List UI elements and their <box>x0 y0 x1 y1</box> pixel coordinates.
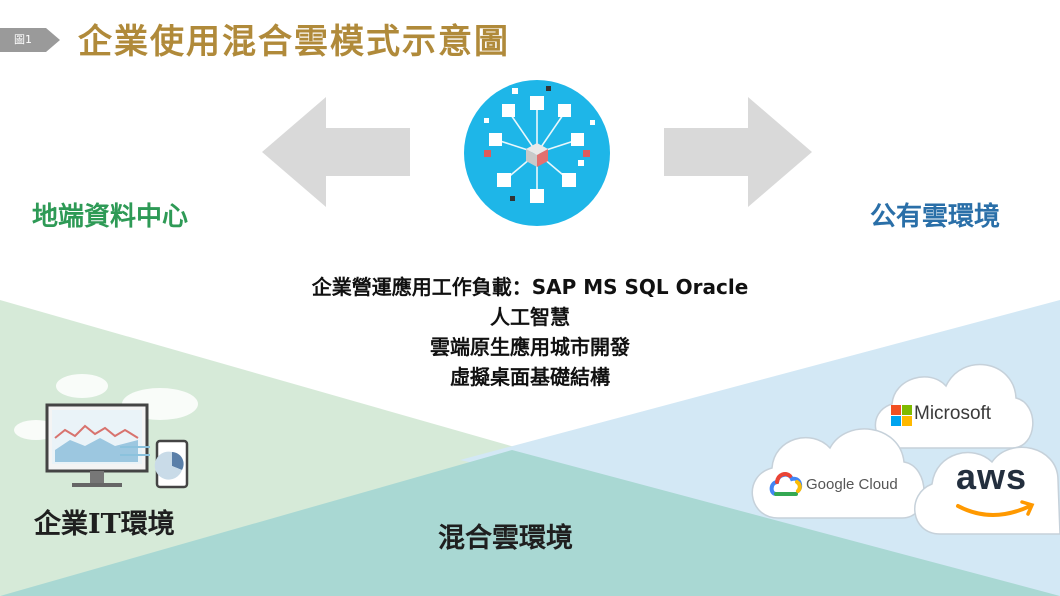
google-cloud-brand-text: Google Cloud <box>806 476 898 493</box>
microsoft-brand-text: Microsoft <box>914 403 992 424</box>
workload-item: 雲端原生應用城市開發 <box>430 335 630 359</box>
workload-item: 人工智慧 <box>490 305 570 329</box>
enterprise-it-label: 企業IT環境 <box>34 509 175 540</box>
arrow-right-icon <box>664 97 812 207</box>
workload-item: 虛擬桌面基礎結構 <box>450 365 610 389</box>
aws-cloud <box>914 446 1060 535</box>
desktop-monitor-icon <box>45 403 149 487</box>
google-cloud-logo-icon <box>769 472 803 496</box>
microsoft-logo-icon <box>891 405 912 426</box>
tablet-icon <box>154 439 189 489</box>
workload-item: 企業營運應用工作負載：SAP MS SQL Oracle <box>311 275 749 299</box>
enterprise-it-illustration <box>14 374 198 489</box>
green-zone <box>0 300 560 596</box>
microsoft-cloud <box>874 363 1034 449</box>
aws-brand-text: aws <box>956 456 1028 497</box>
teal-zone <box>0 450 1060 596</box>
arrow-left-icon <box>262 97 410 207</box>
aws-smile-arrow-icon <box>1020 500 1035 516</box>
figure-tag-arrow <box>46 28 60 52</box>
aws-smile-icon <box>956 504 1032 517</box>
figure-tag: 圖1 <box>0 28 46 52</box>
hybrid-hub-icon <box>464 80 610 226</box>
hybrid-cloud-label: 混合雲環境 <box>438 523 573 554</box>
blue-zone <box>460 300 1060 596</box>
page-title: 企業使用混合雲模式示意圖 <box>78 22 510 62</box>
public-cloud-label: 公有雲環境 <box>870 202 1001 232</box>
on-premise-datacenter-label: 地端資料中心 <box>32 202 189 232</box>
workloads-list: 企業營運應用工作負載：SAP MS SQL Oracle 人工智慧 雲端原生應用… <box>270 272 790 392</box>
